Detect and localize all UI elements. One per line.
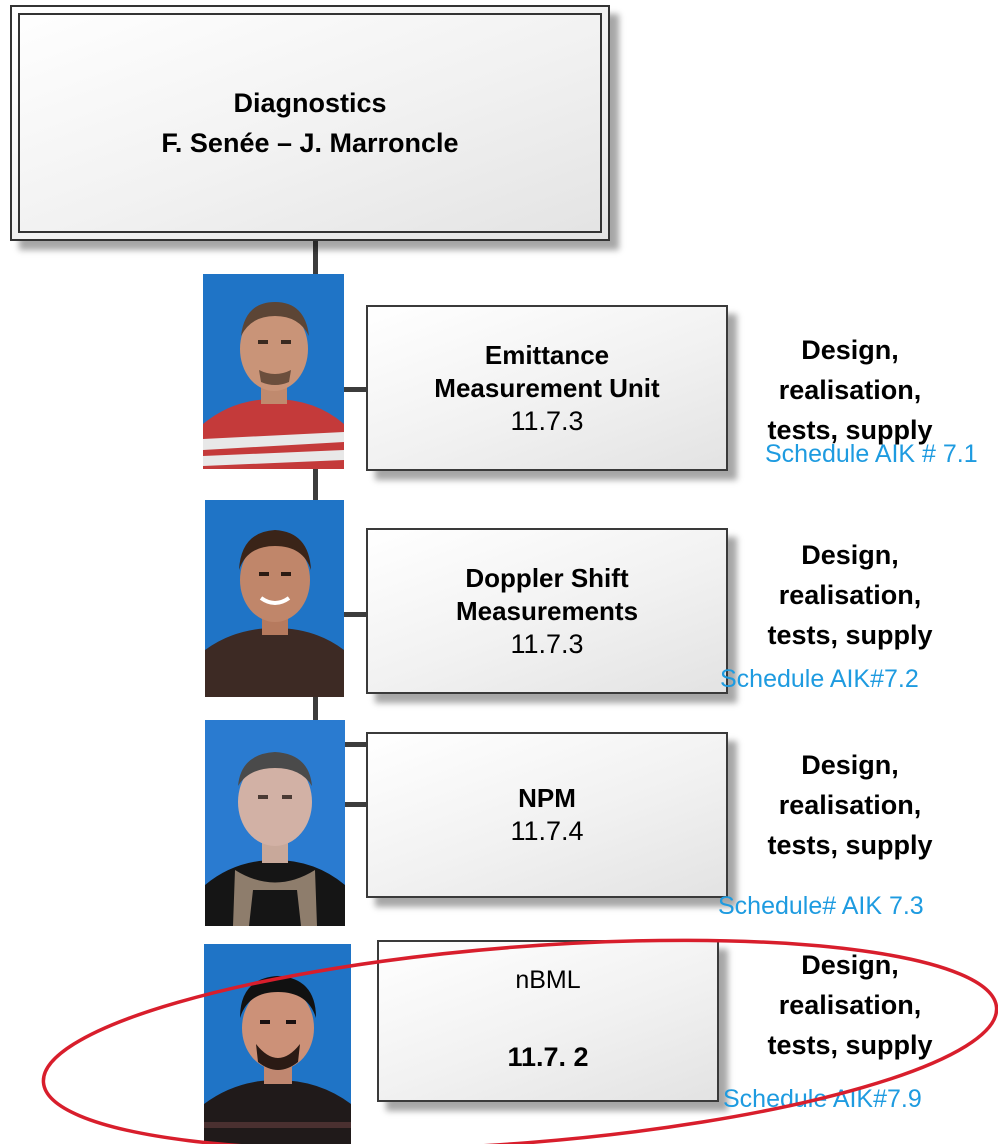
nbml-schedule: Schedule AIK#7.9 <box>723 1085 922 1113</box>
emittance-name-line1: Emittance <box>484 339 610 370</box>
emittance-desc-line1: Design, <box>801 335 899 365</box>
diagnostics-box-inner-border <box>18 13 602 233</box>
doppler-desc-line2: realisation, <box>778 580 922 610</box>
photo-nbml-lead <box>204 944 351 1144</box>
diagnostics-box: Diagnostics F. Senée – J. Marroncle <box>10 5 610 241</box>
doppler-desc-line1: Design, <box>801 540 899 570</box>
photo-npm-lead <box>205 720 345 926</box>
nbml-description: Design, realisation, tests, supply <box>735 945 965 1065</box>
person-portrait-2 <box>205 500 344 697</box>
npm-desc-line1: Design, <box>801 750 899 780</box>
emittance-code: 11.7.3 <box>510 405 584 436</box>
photo-doppler-lead <box>205 500 344 697</box>
connector-trunk <box>313 238 318 760</box>
emittance-schedule: Schedule AIK # 7.1 <box>765 440 978 468</box>
nbml-box: nBML 11.7. 2 <box>377 940 719 1102</box>
npm-description: Design, realisation, tests, supply <box>735 745 965 865</box>
diagnostics-title: Diagnostics <box>233 88 387 118</box>
emittance-description: Design, realisation, tests, supply <box>735 330 965 450</box>
person-portrait-4 <box>204 944 351 1144</box>
npm-name: NPM <box>518 783 576 813</box>
npm-schedule: Schedule# AIK 7.3 <box>718 892 924 920</box>
nbml-name: nBML <box>515 966 581 994</box>
person-portrait-3 <box>205 720 345 926</box>
person-portrait-1 <box>203 274 344 469</box>
doppler-description: Design, realisation, tests, supply <box>735 535 965 655</box>
doppler-box: Doppler Shift Measurements 11.7.3 <box>366 528 728 694</box>
nbml-desc-line2: realisation, <box>778 990 922 1020</box>
diagnostics-leaders: F. Senée – J. Marroncle <box>161 128 459 158</box>
nbml-desc-line1: Design, <box>801 950 899 980</box>
emittance-desc-line3: tests, supply <box>767 415 933 445</box>
npm-box: NPM 11.7.4 <box>366 732 728 898</box>
doppler-desc-line3: tests, supply <box>767 620 933 650</box>
doppler-code: 11.7.3 <box>510 628 584 659</box>
doppler-name-line1: Doppler Shift <box>465 562 629 593</box>
nbml-desc-line3: tests, supply <box>767 1030 933 1060</box>
doppler-name-line2: Measurements <box>455 595 639 626</box>
nbml-code: 11.7. 2 <box>507 1042 589 1072</box>
doppler-schedule: Schedule AIK#7.2 <box>720 665 919 693</box>
connector-branch-4 <box>330 742 377 747</box>
npm-desc-line2: realisation, <box>778 790 922 820</box>
emittance-desc-line2: realisation, <box>778 375 922 405</box>
npm-code: 11.7.4 <box>510 816 584 846</box>
emittance-box: Emittance Measurement Unit 11.7.3 <box>366 305 728 471</box>
photo-emittance-lead <box>203 274 344 469</box>
emittance-name-line2: Measurement Unit <box>434 372 660 403</box>
npm-desc-line3: tests, supply <box>767 830 933 860</box>
